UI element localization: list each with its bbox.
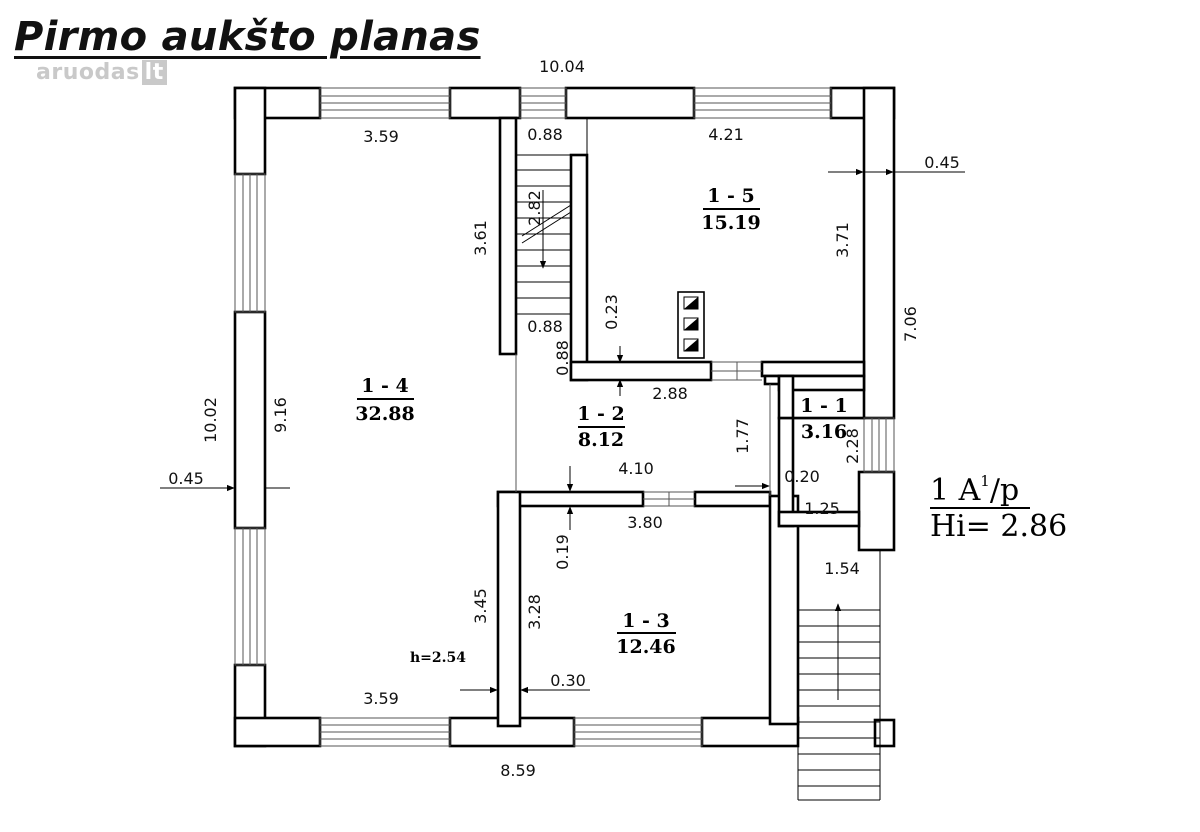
chimney: [677, 291, 705, 359]
room-area: 3.16: [801, 421, 847, 443]
legend-line2: Hi= 2.86: [930, 509, 1067, 544]
dim-hall-lower: 4.10: [618, 459, 654, 478]
watermark-suffix: lt: [141, 60, 167, 85]
room-1-1: 1 - 1 3.16: [800, 395, 848, 443]
legend-block: 1 A1/p Hi= 2.86: [930, 472, 1067, 544]
dim-hall-height: 1.77: [733, 418, 752, 454]
dim-stair-len: 2.82: [525, 190, 544, 226]
dim-r1-side: 2.28: [843, 428, 862, 464]
svg-text:1 A1/p: 1 A1/p: [930, 472, 1019, 508]
dim-r4-upper: 3.61: [471, 220, 490, 256]
dim-stair-top: 0.88: [527, 125, 563, 144]
room-1-5: 1 - 5 15.19: [701, 185, 761, 234]
dim-r5-height: 3.71: [833, 222, 852, 258]
exterior-stair: [797, 526, 881, 801]
dim-top-total: 10.04: [539, 57, 585, 76]
room-id: 1 - 4: [361, 375, 409, 397]
room-1-3: 1 - 3 12.46: [616, 610, 676, 658]
room-id: 1 - 1: [800, 395, 848, 417]
room-area: 15.19: [701, 212, 761, 234]
dimension-texts: 10.04 8.59 10.02 7.06 0.45 0.45 3.59 3.5…: [168, 57, 960, 780]
dim-hall-width: 2.88: [652, 384, 688, 403]
room-id: 1 - 2: [577, 403, 625, 425]
dim-r1-wall: 0.20: [784, 467, 820, 486]
walls: [233, 86, 896, 748]
dim-stair-vert: 0.88: [553, 340, 572, 376]
dim-right-wall: 0.45: [924, 153, 960, 172]
room-area: 32.88: [355, 403, 415, 425]
dim-r3-width: 3.80: [627, 513, 663, 532]
dim-r4-top: 3.59: [363, 127, 399, 146]
room-id: 1 - 5: [707, 185, 755, 207]
windows: [234, 87, 895, 747]
dim-left-wall: 0.45: [168, 469, 204, 488]
legend-line1-end: /p: [990, 473, 1019, 508]
room-1-4: 1 - 4 32.88: [355, 375, 415, 425]
dim-r3-height: 3.28: [525, 594, 544, 630]
dim-porch: 1.54: [824, 559, 860, 578]
dim-r5-small: 0.23: [602, 294, 621, 330]
dim-stair-mid: 0.88: [527, 317, 563, 336]
dim-r4-lower: 3.45: [471, 588, 490, 624]
dim-r3-wall: 0.30: [550, 671, 586, 690]
dim-r4-bottom: 3.59: [363, 689, 399, 708]
dim-right-total: 7.06: [901, 306, 920, 342]
dim-left-total: 10.02: [201, 397, 220, 443]
ceiling-height-note: h=2.54: [410, 650, 466, 666]
dimension-lines: [160, 168, 965, 694]
room-labels: 1 - 4 32.88 1 - 5 15.19 1 - 2 8.12 1 - 1…: [355, 185, 848, 658]
legend-sup: 1: [980, 472, 990, 490]
room-area: 8.12: [578, 429, 624, 451]
room-id: 1 - 3: [622, 610, 670, 632]
dim-bottom-total: 8.59: [500, 761, 536, 780]
dim-r3-small: 0.19: [553, 534, 572, 570]
watermark-brand: aruodas: [36, 60, 140, 85]
page-title: Pirmo aukšto planas: [14, 14, 481, 60]
dim-r5-width: 4.21: [708, 125, 744, 144]
interior-stair: [515, 118, 588, 315]
dim-r4-height: 9.16: [271, 397, 290, 433]
legend-line1: 1 A: [930, 473, 981, 508]
room-1-2: 1 - 2 8.12: [577, 403, 625, 451]
room-area: 12.46: [616, 636, 676, 658]
dim-r1-width: 1.25: [804, 499, 840, 518]
